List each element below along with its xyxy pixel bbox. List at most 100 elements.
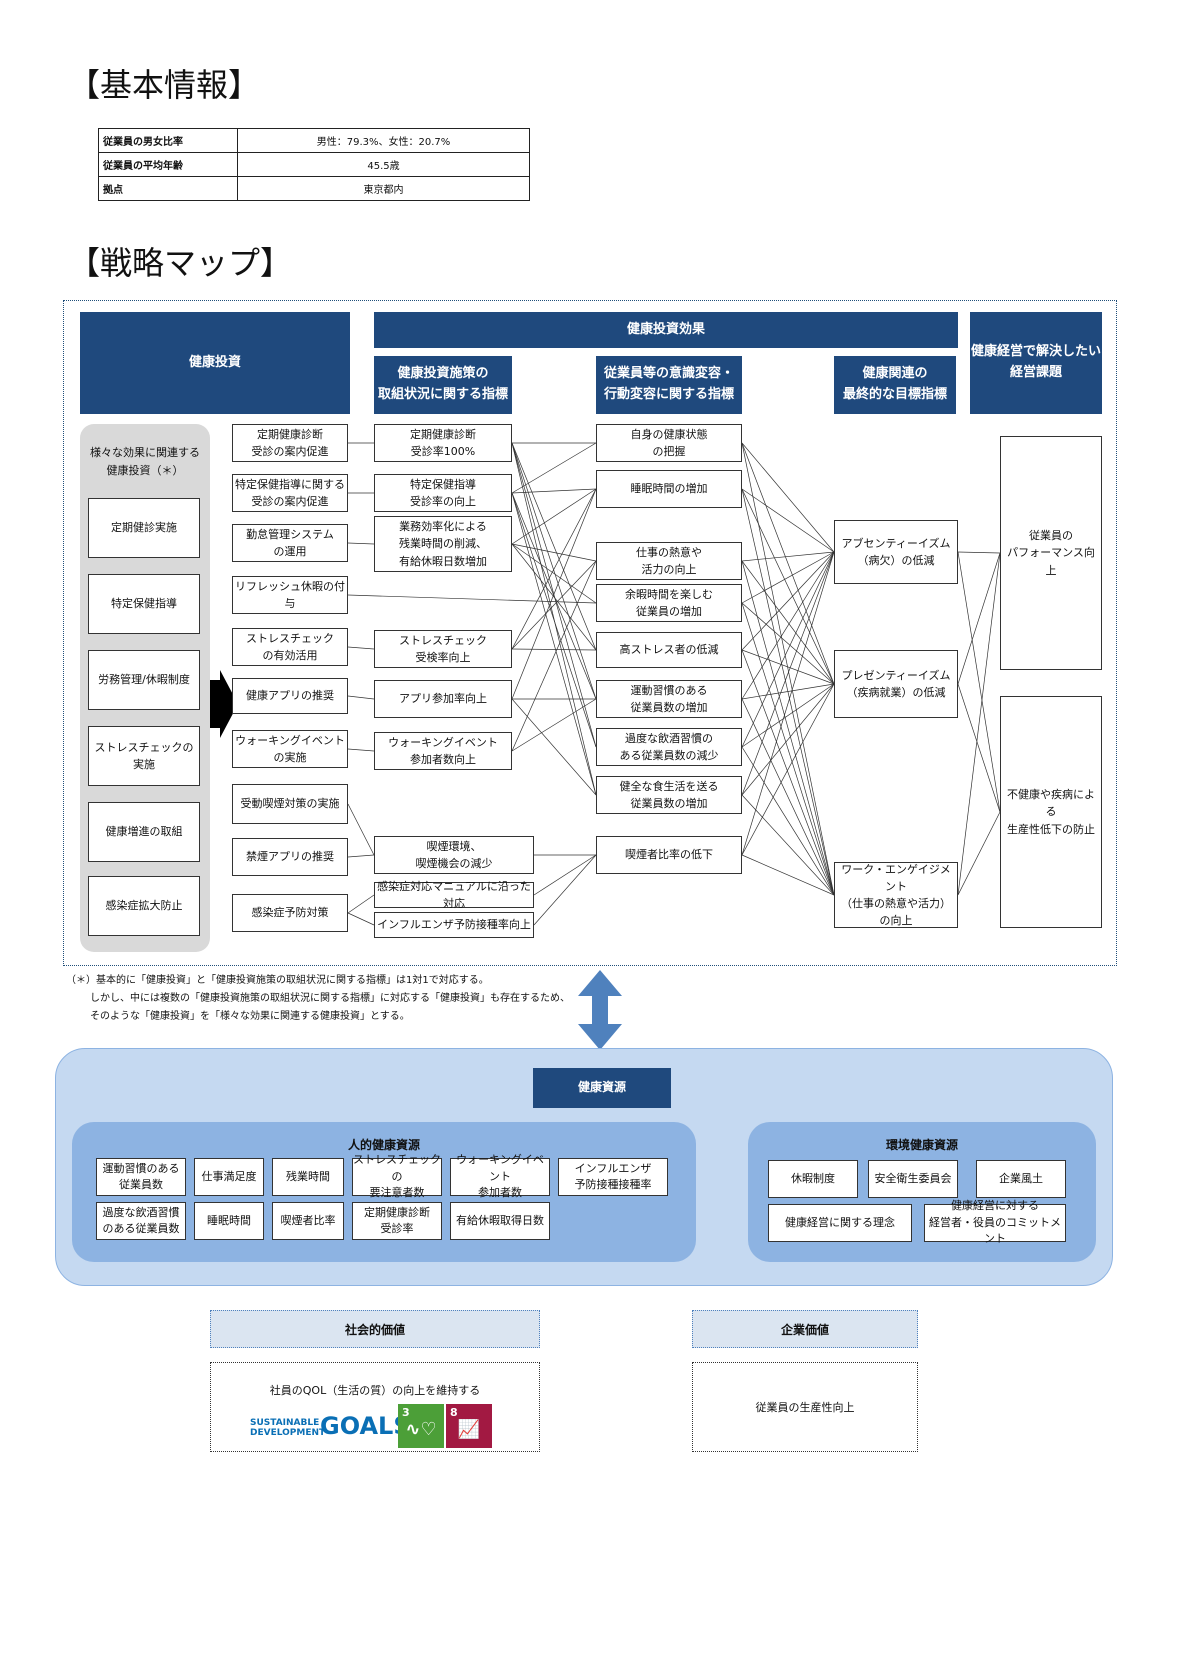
connector-line (957, 811, 1001, 896)
connector-line (741, 442, 835, 896)
connector-line (741, 683, 835, 700)
human-resource-item: 有給休暇取得日数 (450, 1202, 550, 1240)
sdg-label: SUSTAINABLE DEVELOPMENT (250, 1418, 325, 1438)
sdg-text-2: DEVELOPMENT (250, 1428, 326, 1438)
investment-item: リフレッシュ休暇の付与 (232, 576, 348, 614)
connector-line (511, 492, 597, 700)
double-arrow-icon (578, 970, 622, 1050)
connector-line (741, 560, 835, 685)
connector-line (741, 602, 835, 896)
sdg3-icon: 3∿♡ (398, 1404, 444, 1448)
connector-line (511, 560, 597, 752)
behavior-item: 運動習慣のある 従業員数の増加 (596, 680, 742, 718)
header-investment: 健康投資 (80, 312, 350, 414)
connector-line (511, 492, 597, 748)
goal-item: プレゼンティーイズム （疾病就業）の低減 (834, 650, 958, 718)
footnote-line-3: そのような「健康投資」を「様々な効果に関連する健康投資」とする。 (90, 1011, 410, 1022)
env-resource-item: 休暇制度 (768, 1160, 858, 1198)
behavior-item: 健全な食生活を送る 従業員数の増加 (596, 776, 742, 814)
indicator-item: 特定保健指導 受診率の向上 (374, 474, 512, 512)
connector-line (741, 602, 835, 685)
goal-item: ワーク・エンゲイジメント （仕事の熱意や活力） の向上 (834, 862, 958, 928)
human-resource-item: 過度な飲酒習慣 のある従業員数 (96, 1202, 186, 1240)
indicator-item: インフルエンザ予防接種率向上 (374, 912, 534, 938)
indicator-item: アプリ参加率向上 (374, 680, 512, 718)
sdg8-number: 8 (450, 1406, 458, 1419)
connector-line (511, 442, 597, 651)
human-resource-item: 定期健康診断 受診率 (352, 1202, 442, 1240)
gray-investment-item: 特定保健指導 (88, 574, 200, 634)
connector-line (347, 854, 375, 858)
connector-line (511, 442, 597, 748)
social-value-text: 社員のQOL（生活の質）の向上を維持する (269, 1384, 481, 1397)
connector-line (511, 648, 597, 651)
behavior-item: 余暇時間を楽しむ 従業員の増加 (596, 584, 742, 622)
connector-line (347, 542, 375, 545)
social-value-body (210, 1362, 540, 1452)
behavior-item: 睡眠時間の増加 (596, 470, 742, 508)
indicator-item: ウォーキングイベント 参加者数向上 (374, 732, 512, 770)
connector-line (741, 442, 835, 685)
human-resource-item: インフルエンザ 予防接種接種率 (558, 1158, 668, 1196)
gray-investment-item: 定期健診実施 (88, 498, 200, 558)
connector-line (741, 551, 835, 796)
behavior-item: 喫煙者比率の低下 (596, 836, 742, 874)
issue-item: 不健康や疾病による 生産性低下の防止 (1000, 696, 1102, 928)
black-arrow-icon (205, 670, 238, 738)
behavior-item: 高ストレス者の低減 (596, 632, 742, 668)
human-resource-item: 睡眠時間 (194, 1202, 264, 1240)
connector-line (511, 543, 597, 651)
investment-item: ウォーキングイベント の実施 (232, 730, 348, 768)
connector-line (511, 442, 597, 700)
corporate-value-body: 従業員の生産性向上 (692, 1362, 918, 1452)
behavior-item: 仕事の熱意や 活力の向上 (596, 542, 742, 580)
header-issue: 健康経営で解決したい 経営課題 (970, 312, 1102, 414)
connector-line (741, 683, 835, 856)
connector-line (511, 442, 597, 494)
indicator-item: 喫煙環境、 喫煙機会の減少 (374, 836, 534, 874)
connector-line (347, 646, 375, 650)
connector-line (957, 551, 1001, 554)
investment-item: ストレスチェック の有効活用 (232, 628, 348, 666)
behavior-item: 自身の健康状態 の把握 (596, 424, 742, 462)
gray-investment-item: 感染症拡大防止 (88, 876, 200, 936)
sdg8-icon: 8📈 (446, 1404, 492, 1448)
connector-line (511, 560, 597, 650)
connector-line (741, 551, 835, 748)
connector-line (957, 552, 1001, 896)
connector-line (741, 488, 835, 896)
connector-line (741, 683, 835, 748)
connector-line (511, 488, 597, 700)
indicator-item: 感染症対応マニュアルに沿った対応 (374, 880, 534, 910)
env-resource-item: 健康経営に関する理念 (768, 1204, 912, 1242)
human-resource-item: 仕事満足度 (194, 1158, 264, 1196)
sdg3-number: 3 (402, 1406, 410, 1419)
info-label: 従業員の男女比率 (98, 128, 238, 153)
connector-line (741, 854, 835, 896)
connector-line (347, 912, 375, 926)
env-resource-item: 健康経営に対する 経営者・役員のコミットメント (924, 1199, 1066, 1245)
info-value: 45.5歳 (237, 152, 530, 177)
investment-item: 禁煙アプリの推奨 (232, 838, 348, 876)
sdg-goals-logo: GOALS (320, 1412, 411, 1440)
header-goal: 健康関連の 最終的な目標指標 (834, 356, 956, 414)
gray-investment-item: ストレスチェックの実施 (88, 726, 200, 786)
header-indicator: 健康投資施策の 取組状況に関する指標 (374, 356, 512, 414)
various-investments-title: 様々な効果に関連する 健康投資（＊） (90, 446, 200, 477)
connector-line (741, 794, 835, 896)
connector-line (741, 551, 835, 856)
connector-line (511, 543, 597, 562)
footnote-line-2: しかし、中には複数の「健康投資施策の取組状況に関する指標」に対応する「健康投資」… (90, 993, 570, 1004)
connector-line (741, 649, 835, 685)
investment-item: 受動喫煙対策の実施 (232, 784, 348, 824)
issue-item: 従業員の パフォーマンス向上 (1000, 436, 1102, 670)
connector-line (741, 551, 835, 700)
connector-line (741, 683, 835, 796)
human-resources-title: 人的健康資源 (347, 1138, 420, 1152)
header-behavior: 従業員等の意識変容・ 行動変容に関する指標 (596, 356, 742, 414)
connector-line (347, 803, 375, 856)
env-resource-item: 安全衛生委員会 (868, 1160, 958, 1198)
connector-line (741, 551, 835, 604)
connector-line (957, 551, 1001, 813)
